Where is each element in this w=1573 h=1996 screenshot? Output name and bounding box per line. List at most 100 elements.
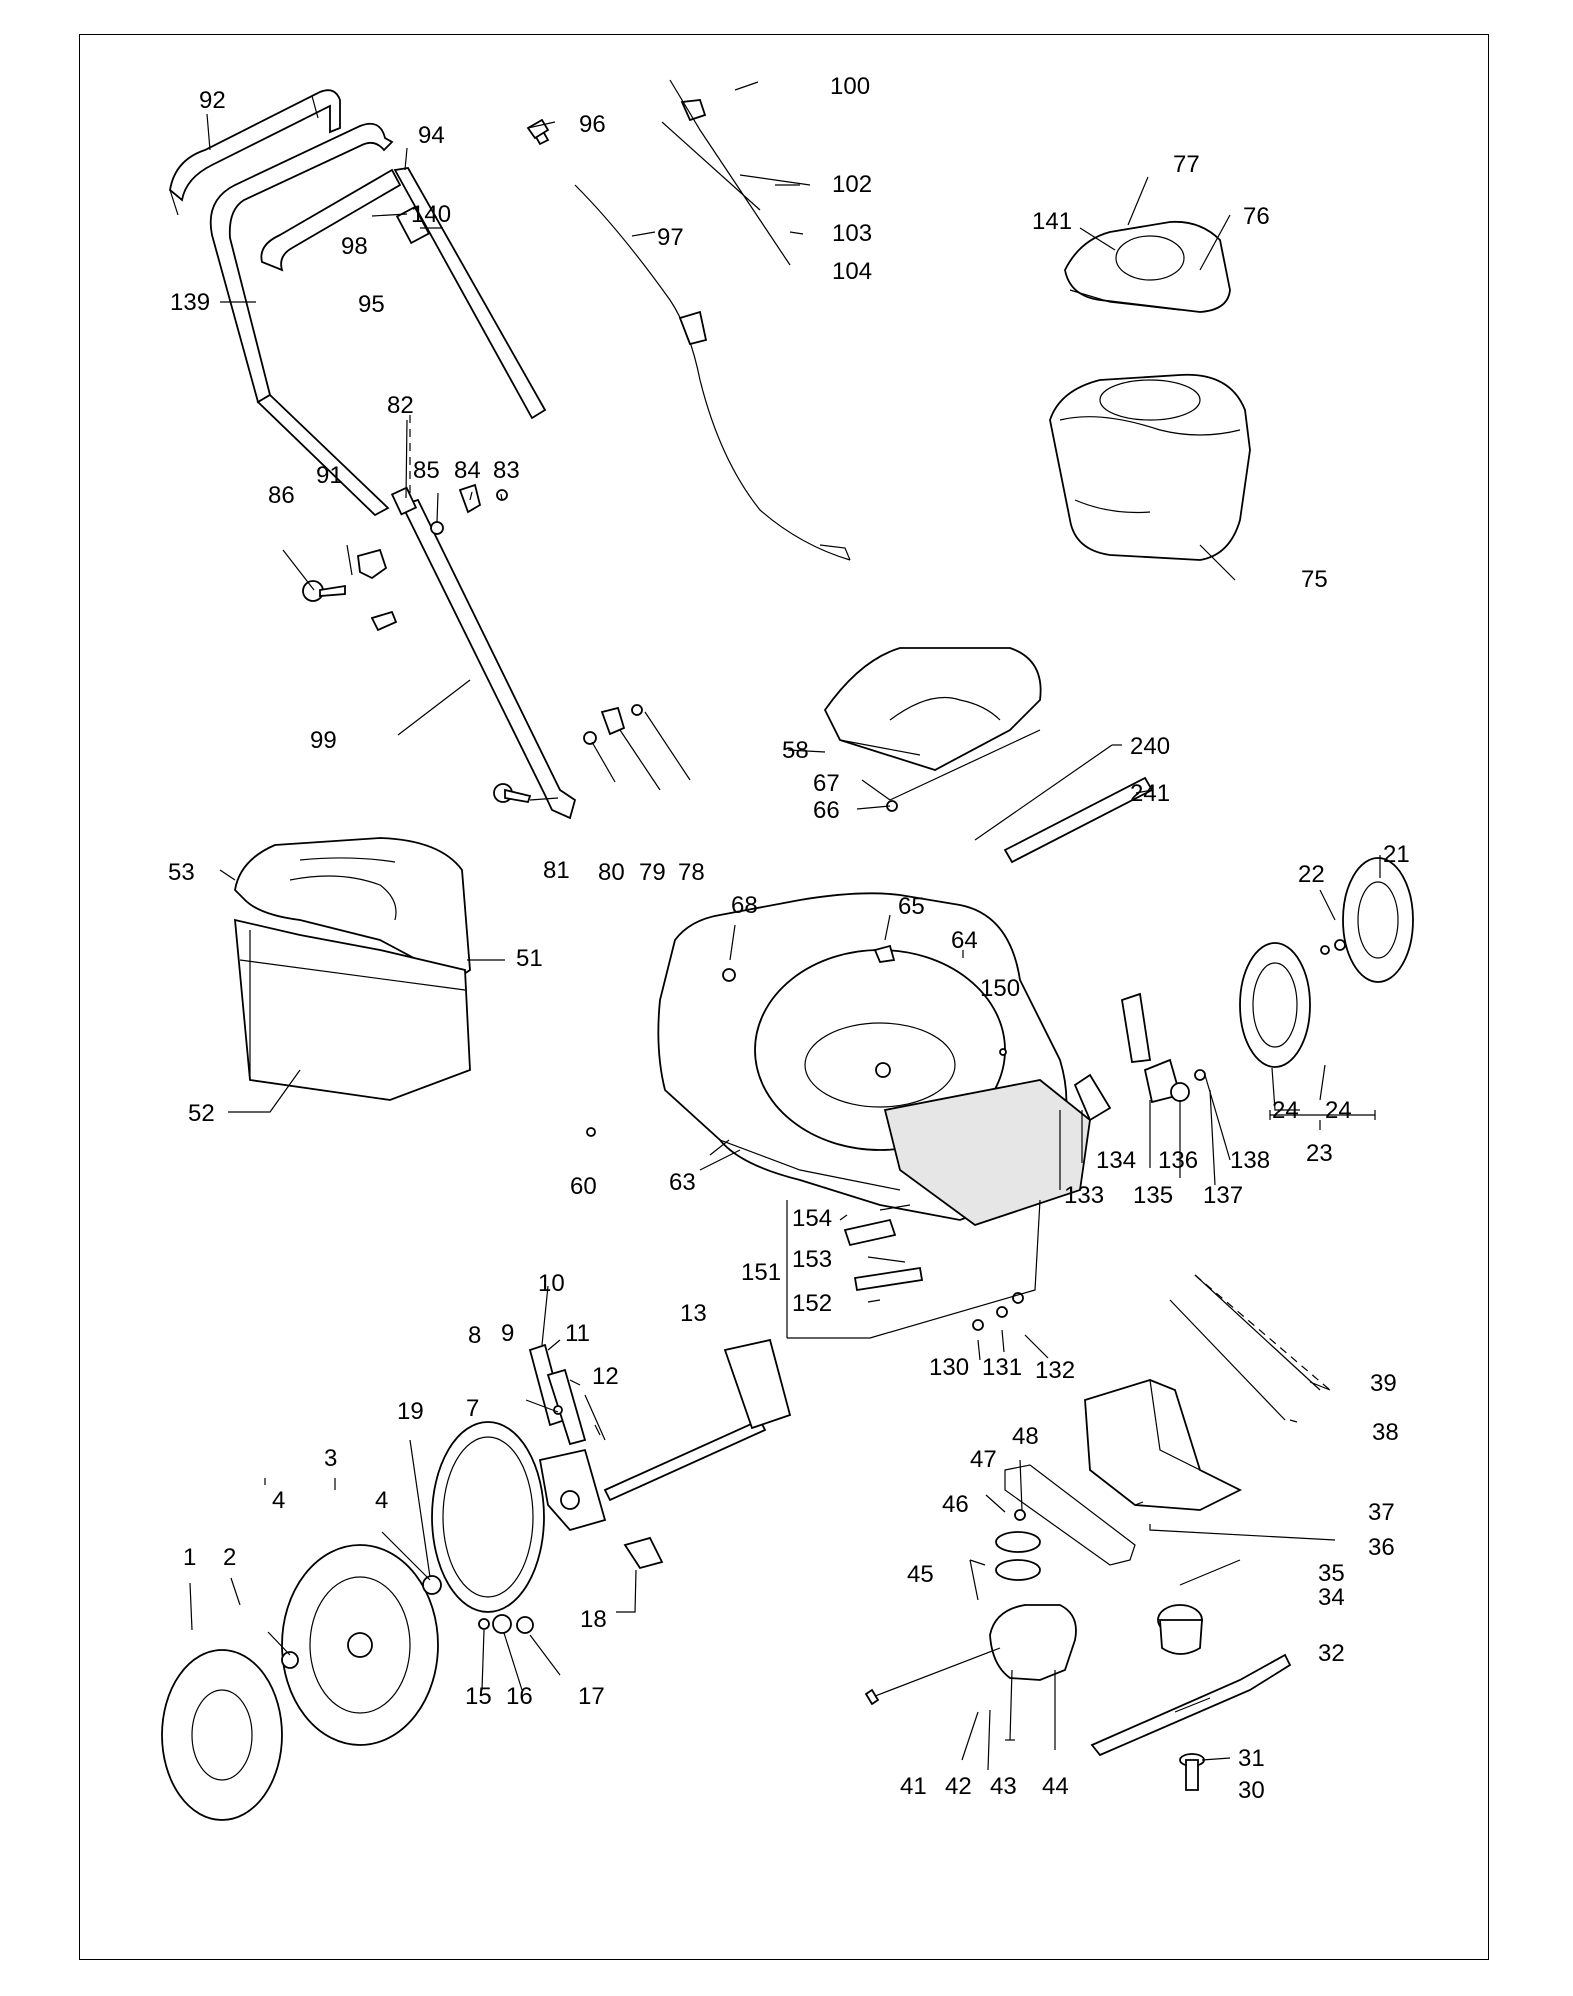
- label-99: 99: [310, 727, 337, 754]
- handle-upper-bar: [169, 89, 341, 216]
- label-81: 81: [543, 857, 570, 884]
- label-151: 151: [741, 1259, 781, 1286]
- drive-rods-right: [972, 1274, 1321, 1421]
- label-91: 91: [316, 462, 343, 489]
- deck-fasteners: [586, 944, 1007, 1137]
- label-64: 64: [951, 927, 978, 954]
- label-67: 67: [813, 770, 840, 797]
- label-65: 65: [898, 893, 925, 920]
- rear-wheel-hubcap: [1320, 857, 1414, 983]
- drive-belt: [1004, 1464, 1136, 1566]
- label-63: 63: [669, 1169, 696, 1196]
- label-68: 68: [731, 892, 758, 919]
- pulley-stack: [969, 1509, 1041, 1601]
- label-2: 2: [223, 1544, 236, 1571]
- label-37: 37: [1368, 1499, 1395, 1526]
- label-15: 15: [465, 1683, 492, 1710]
- label-152: 152: [792, 1290, 832, 1317]
- front-axle-hardware: [281, 1575, 534, 1669]
- rear-wheel: [1239, 942, 1311, 1068]
- label-32: 32: [1318, 1640, 1345, 1667]
- front-wheel: [281, 1544, 439, 1746]
- drive-wheel-disc: [431, 1421, 545, 1613]
- label-7: 7: [466, 1395, 479, 1422]
- label-78: 78: [678, 859, 705, 886]
- handle-lower-tube-left: [393, 167, 547, 420]
- label-11: 11: [565, 1320, 590, 1347]
- label-47: 47: [970, 1446, 997, 1473]
- label-24-left: 24: [1272, 1097, 1299, 1124]
- label-35: 35: [1318, 1560, 1345, 1587]
- label-103: 103: [832, 220, 872, 247]
- front-height-adjust: [528, 1343, 607, 1532]
- label-10: 10: [538, 1270, 565, 1297]
- label-102: 102: [832, 171, 872, 198]
- label-30: 30: [1238, 1777, 1265, 1804]
- label-60: 60: [570, 1173, 597, 1200]
- label-137: 137: [1203, 1182, 1243, 1209]
- blade-adaptor: [1157, 1559, 1241, 1655]
- grass-catcher-bag: [233, 918, 471, 1101]
- label-96: 96: [579, 111, 606, 138]
- label-4-left: 4: [272, 1487, 285, 1514]
- label-1: 1: [183, 1544, 196, 1571]
- label-77: 77: [1173, 151, 1200, 178]
- label-34: 34: [1318, 1584, 1345, 1611]
- engine-top-cover: [1064, 220, 1231, 313]
- label-17: 17: [578, 1683, 605, 1710]
- label-22: 22: [1298, 861, 1325, 888]
- label-43: 43: [990, 1773, 1017, 1800]
- label-42: 42: [945, 1773, 972, 1800]
- mulch-plug-parts: [843, 1204, 924, 1292]
- front-hubcap: [161, 1649, 283, 1821]
- label-84: 84: [454, 457, 481, 484]
- label-94: 94: [418, 122, 445, 149]
- label-9: 9: [501, 1320, 514, 1347]
- label-8: 8: [468, 1322, 481, 1349]
- label-79: 79: [639, 859, 666, 886]
- label-134: 134: [1096, 1147, 1136, 1174]
- label-132: 132: [1035, 1357, 1075, 1384]
- label-66: 66: [813, 797, 840, 824]
- label-98: 98: [341, 233, 368, 260]
- leader-lines: [189, 113, 1381, 1771]
- throttle-cable: [530, 124, 851, 561]
- diagram-frame: [79, 34, 1489, 1960]
- label-86: 86: [268, 482, 295, 509]
- label-58: 58: [782, 737, 809, 764]
- label-53: 53: [168, 859, 195, 886]
- rear-deflector-flap: [823, 647, 1042, 771]
- handle-knob-set: [302, 483, 508, 632]
- label-241: 241: [1130, 780, 1170, 807]
- label-150: 150: [980, 975, 1020, 1002]
- label-141: 141: [1032, 208, 1072, 235]
- label-39: 39: [1370, 1370, 1397, 1397]
- label-46: 46: [942, 1491, 969, 1518]
- label-97: 97: [657, 224, 684, 251]
- cable-clips-and-pins: [526, 79, 811, 266]
- label-23: 23: [1306, 1140, 1333, 1167]
- handle-bottom-fasteners: [493, 704, 643, 804]
- label-18: 18: [580, 1606, 607, 1633]
- label-140: 140: [411, 201, 451, 228]
- label-24-right: 24: [1325, 1097, 1352, 1124]
- label-16: 16: [506, 1683, 533, 1710]
- label-45: 45: [907, 1561, 934, 1588]
- label-136: 136: [1158, 1147, 1198, 1174]
- handle-top-tube: [209, 122, 402, 517]
- label-92: 92: [199, 87, 226, 114]
- label-76: 76: [1243, 203, 1270, 230]
- label-36: 36: [1368, 1534, 1395, 1561]
- label-3: 3: [324, 1445, 337, 1472]
- label-95: 95: [358, 291, 385, 318]
- grass-catcher-top: [234, 837, 471, 982]
- label-13: 13: [680, 1300, 707, 1327]
- label-133: 133: [1064, 1182, 1104, 1209]
- label-4-right: 4: [375, 1487, 388, 1514]
- cutting-blade: [1090, 1653, 1292, 1757]
- label-131: 131: [982, 1354, 1022, 1381]
- label-21: 21: [1383, 841, 1410, 868]
- label-38: 38: [1372, 1419, 1399, 1446]
- label-44: 44: [1042, 1773, 1069, 1800]
- gearbox-bracket: [1084, 1379, 1243, 1511]
